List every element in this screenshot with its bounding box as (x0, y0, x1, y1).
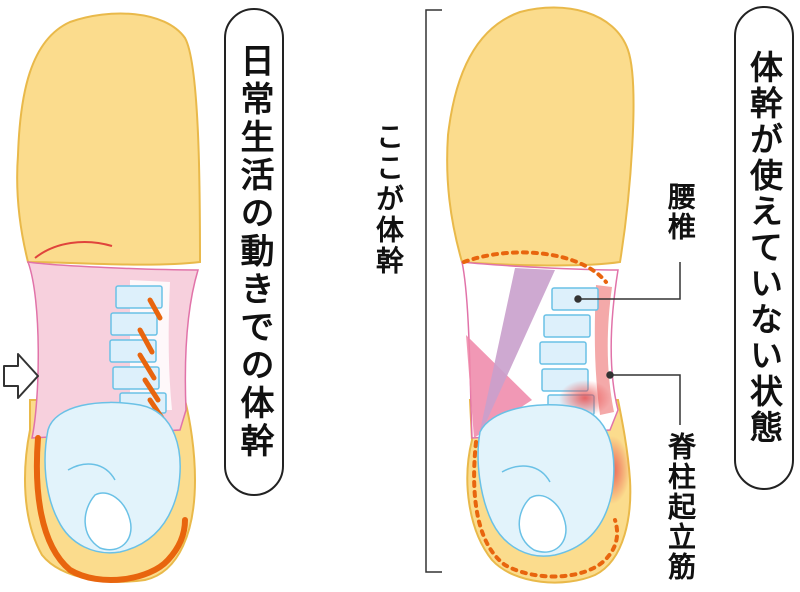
left-vertebra (110, 312, 158, 336)
erector-label: 脊柱起立筋 (664, 432, 697, 582)
right-title-pill: 体幹が使えていない状態 (734, 6, 794, 490)
erector-pointer (606, 371, 681, 425)
left-chest (16, 12, 202, 266)
right-chest (446, 6, 635, 267)
right-psoas-muscle (478, 268, 555, 440)
left-title-pill: 日常生活の動きでの体幹 (224, 8, 284, 496)
right-figure (446, 6, 681, 584)
right-vertebra (543, 314, 591, 338)
core-label: ここが体幹 (372, 122, 405, 277)
lumbar-pointer (574, 262, 681, 303)
left-pelvis (44, 401, 181, 554)
right-pelvis (477, 404, 615, 557)
right-vertebra (539, 341, 587, 365)
right-title: 体幹が使えていない状態 (744, 50, 784, 446)
lumbar-label: 腰椎 (664, 182, 697, 242)
core-bracket (425, 9, 442, 573)
arrow-right-outline-icon (3, 353, 39, 399)
right-inactive-core-outline (462, 250, 620, 579)
left-abdominal-line (33, 435, 188, 583)
left-vertebra (109, 339, 157, 363)
right-erector-muscle (594, 285, 614, 415)
left-rib-line (34, 241, 113, 259)
left-title: 日常生活の動きでの体幹 (234, 43, 274, 461)
left-figure (3, 12, 202, 583)
